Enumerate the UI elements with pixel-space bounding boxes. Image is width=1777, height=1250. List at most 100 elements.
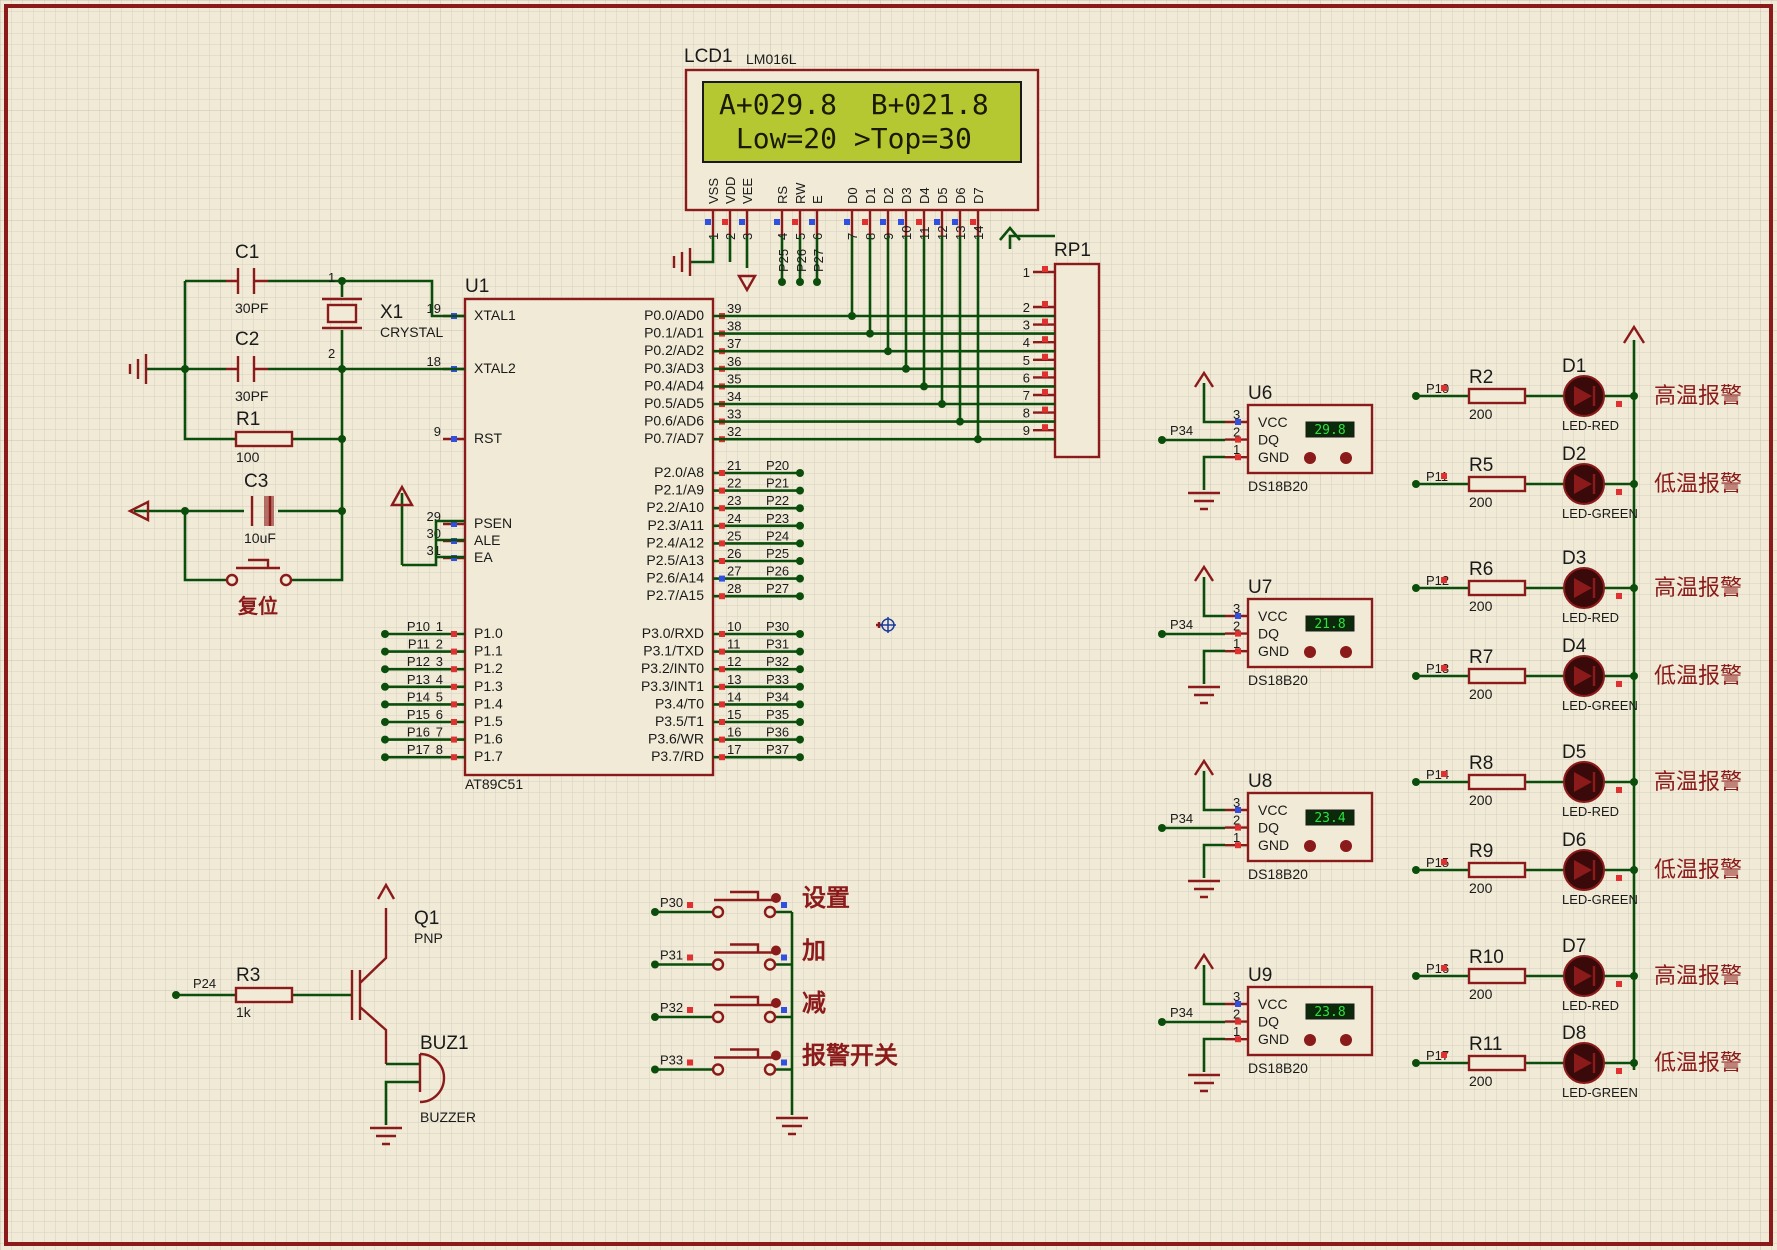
lcd-line1: A+029.8 B+021.8: [719, 88, 989, 121]
sensor-pin-number: 3: [1233, 407, 1240, 422]
led-ref: D5: [1562, 742, 1586, 763]
buz-value: BUZZER: [420, 1109, 476, 1125]
lcd-pin-label: D1: [863, 187, 878, 204]
buz-ref: BUZ1: [420, 1033, 469, 1054]
resistor-r3: [234, 986, 294, 1004]
power-arrow-icon: [376, 882, 396, 900]
sensor-pin-label: VCC: [1258, 996, 1288, 1012]
mcu-pin-label: P2.2/A10: [646, 499, 704, 515]
button-net-label: P33: [660, 1053, 683, 1068]
sensor-pin-label: DQ: [1258, 820, 1279, 836]
sensor-net-label: P34: [1170, 423, 1193, 438]
lcd-pin-label: VDD: [723, 177, 738, 204]
sensor-pin-number: 2: [1233, 619, 1240, 634]
p2-net-label: P23: [766, 511, 789, 526]
sensor-pin-label: VCC: [1258, 414, 1288, 430]
led-resistor-ref: R5: [1469, 455, 1493, 476]
power-arrow-icon: [1193, 564, 1215, 582]
p1-net-label: P12: [407, 654, 430, 669]
buzzer-circuit[interactable]: R3 1k P24 Q1 PNP BUZ1 BUZZER: [172, 882, 476, 1146]
mcu-pin-label: P2.0/A8: [654, 464, 704, 480]
p1-net-label: P16: [407, 725, 430, 740]
led-ref: D6: [1562, 830, 1586, 851]
mcu-pin-number: 26: [727, 546, 741, 561]
button-net-label: P31: [660, 948, 683, 963]
r1-value: 100: [236, 449, 260, 465]
lcd-module[interactable]: LCD1 LM016L A+029.8 B+021.8 Low=20 >Top=…: [672, 46, 1055, 293]
mcu-pin-label: P3.3/INT1: [641, 678, 704, 694]
ground-icon: [1188, 491, 1220, 511]
led-ref: D3: [1562, 548, 1586, 569]
reset-circuit[interactable]: C3 10uF 复位: [127, 439, 465, 618]
ground-icon: [672, 248, 692, 276]
led-resistor-value: 200: [1469, 792, 1493, 808]
lcd-pin-number: 12: [935, 226, 950, 240]
oscillator-circuit[interactable]: C1 30PF C2 30PF X1 CRYSTAL 1 2 R1 100: [128, 242, 465, 465]
sensor-pin-label: GND: [1258, 449, 1289, 465]
mcu-pin-label: XTAL2: [474, 360, 516, 376]
mcu-pin-number: 22: [727, 476, 741, 491]
mcu-pin-label: P1.2: [474, 660, 503, 676]
lcd-ctrl-net: P27: [811, 249, 826, 272]
p1-net-label: P17: [407, 742, 430, 757]
ground-icon: [1188, 685, 1220, 705]
led-resistor-ref: R10: [1469, 947, 1504, 968]
p1-net-label: P15: [407, 707, 430, 722]
sensor-group[interactable]: U6DS18B20VCC3DQ2GND129.8P34U7DS18B20VCC3…: [1158, 370, 1374, 1093]
mcu-pin-number: 16: [727, 725, 741, 740]
reset-button[interactable]: [236, 558, 280, 570]
button-label: 减: [802, 989, 826, 1017]
mcu-pin-label: P3.6/WR: [648, 731, 704, 747]
mcu-pin-label: XTAL1: [474, 307, 516, 323]
led-net-label: P11: [1426, 469, 1448, 484]
p24-net: P24: [193, 976, 216, 991]
led-resistor-ref: R8: [1469, 753, 1493, 774]
lcd-ctrl-net: P26: [794, 249, 809, 272]
rp1-pin-number: 8: [1023, 406, 1030, 421]
mcu-pin-label: PSEN: [474, 515, 512, 531]
sensor-pin-number: 3: [1233, 601, 1240, 616]
sensor-pin-label: DQ: [1258, 1014, 1279, 1030]
mcu-pin-number: 15: [727, 707, 741, 722]
p0-bus-wires: [713, 236, 1055, 444]
ground-icon: [1188, 879, 1220, 899]
mcu-pin-number: 24: [727, 511, 741, 526]
led-alarm-label: 高温报警: [1654, 964, 1742, 989]
lcd-pin-label: RW: [793, 182, 808, 204]
led-alarm-label: 高温报警: [1654, 576, 1742, 601]
p2-net-label: P26: [766, 564, 789, 579]
r3-ref: R3: [236, 965, 260, 986]
ground-arrow-icon: [736, 274, 758, 293]
c1-value: 30PF: [235, 300, 268, 316]
mcu-pin-number: 27: [727, 564, 741, 579]
rp1-pin-number: 7: [1023, 388, 1030, 403]
p3-net-label: P30: [766, 619, 789, 634]
p1-net-label: P10: [407, 619, 430, 634]
sensor-pin-number: 2: [1233, 813, 1240, 828]
mcu-pin-number: 18: [427, 354, 441, 369]
led-net-label: P17: [1426, 1048, 1449, 1063]
rp1-pin-number: 5: [1023, 353, 1030, 368]
rp1-pin-number: 9: [1023, 423, 1030, 438]
